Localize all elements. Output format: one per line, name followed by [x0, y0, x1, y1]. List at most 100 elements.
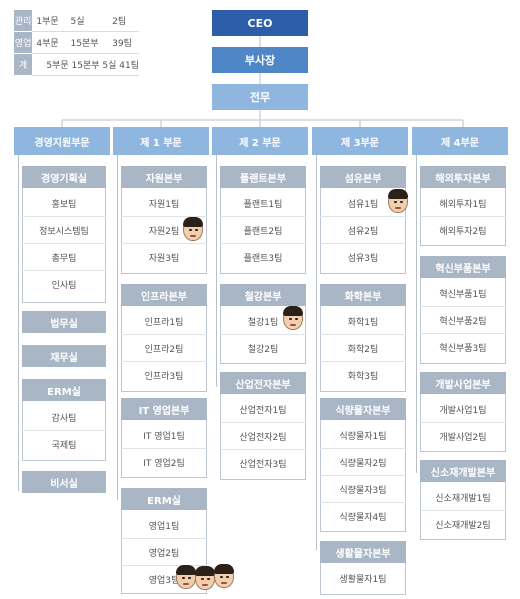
summary-head: 계 — [14, 53, 33, 76]
team-item: 영업2팀 — [121, 539, 207, 566]
executive-box: 전무 — [212, 84, 308, 110]
summary-cell: 4부문 — [32, 31, 67, 54]
team-item: 인사팀 — [51, 281, 77, 291]
team-item: 섬유2팀 — [320, 217, 406, 244]
team-item: 생활물자1팀 — [339, 575, 387, 585]
team-item: 식량물자1팀 — [320, 422, 406, 449]
summary-row: 계 5부문 15본부 5실 41팀 — [14, 53, 139, 76]
group-header: 재무실 — [22, 345, 106, 367]
team-item: 철강2팀 — [247, 345, 279, 355]
team-item: 플랜트3팀 — [243, 254, 283, 264]
team-item: 철강1팀 — [220, 308, 306, 335]
team-item: 정보시스템팀 — [22, 217, 106, 244]
group-header: 신소재개발본부 — [420, 460, 506, 482]
team-item: 혁신부품3팀 — [439, 344, 487, 354]
team-item: 섬유3팀 — [347, 254, 379, 264]
team-item: 인프라1팀 — [121, 308, 207, 335]
summary-cell: 39팀 — [108, 31, 139, 54]
team-item: 자원3팀 — [148, 254, 180, 264]
team-item: 산업전자1팀 — [220, 396, 306, 423]
team-item: 산업전자3팀 — [239, 460, 287, 470]
person-photo-icon — [283, 306, 303, 330]
team-item: 감사팀 — [22, 404, 106, 431]
group-header: 산업전자본부 — [220, 372, 306, 394]
team-item: 혁신부품2팀 — [420, 307, 506, 334]
team-item: 화학3팀 — [347, 372, 379, 382]
group-header: 식량물자본부 — [320, 398, 406, 420]
ceo-box: CEO — [212, 10, 308, 36]
team-item: 해외투자2팀 — [439, 227, 487, 237]
team-item: 화학1팀 — [320, 308, 406, 335]
team-item: IT 영업1팀 — [121, 422, 207, 449]
group-header: ERM실 — [22, 379, 106, 401]
group-header: ERM실 — [121, 488, 207, 510]
group-header: 해외투자본부 — [420, 166, 506, 188]
group-header: IT 영업본부 — [121, 398, 207, 420]
team-item: 플랜트2팀 — [220, 217, 306, 244]
column-stem — [216, 155, 217, 387]
team-item: 섬유1팀 — [320, 190, 406, 217]
team-item: 해외투자1팀 — [420, 190, 506, 217]
group-header: 섬유본부 — [320, 166, 406, 188]
team-item: 혁신부품1팀 — [420, 280, 506, 307]
group-header: 철강본부 — [220, 284, 306, 306]
team-item: 인프라3팀 — [144, 372, 184, 382]
vice-president-box: 부사장 — [212, 47, 308, 73]
summary-head: 영업 — [14, 31, 33, 54]
column-header-management: 경영지원부문 — [14, 127, 110, 155]
team-item: 신소재개발1팀 — [420, 484, 506, 511]
summary-row: 관리 1부문 5실 2팀 — [14, 10, 139, 32]
person-photo-icon — [176, 565, 196, 589]
person-photo-icon — [388, 189, 408, 213]
group-header: 화학본부 — [320, 284, 406, 306]
group-header: 자원본부 — [121, 166, 207, 188]
column-header-division-4: 제 4부문 — [412, 127, 508, 155]
team-item: 국제팀 — [51, 441, 77, 451]
team-item: 개발사업2팀 — [439, 433, 487, 443]
team-item: 개발사업1팀 — [420, 396, 506, 423]
group-header: 혁신부품본부 — [420, 256, 506, 278]
person-photo-icon — [195, 566, 215, 590]
summary-table: 관리 1부문 5실 2팀 영업 4부문 15본부 39팀 계 5부문 15본부 … — [14, 10, 139, 76]
team-item: IT 영업2팀 — [143, 459, 185, 469]
group-header: 비서실 — [22, 471, 106, 493]
column-stem — [117, 155, 118, 500]
column-header-division-2: 제 2 부문 — [212, 127, 308, 155]
team-item: 신소재개발2팀 — [435, 521, 491, 531]
column-header-division-3: 제 3부문 — [312, 127, 408, 155]
summary-cell: 5부문 15본부 5실 41팀 — [32, 53, 139, 76]
team-item: 화학2팀 — [320, 335, 406, 362]
team-item: 자원2팀 — [121, 217, 207, 244]
column-stem — [316, 155, 317, 550]
group-header: 법무실 — [22, 311, 106, 333]
group-header: 플랜트본부 — [220, 166, 306, 188]
group-header: 경영기획실 — [22, 166, 106, 188]
team-item: 홍보팀 — [22, 190, 106, 217]
team-item: 인프라2팀 — [121, 335, 207, 362]
summary-head: 관리 — [14, 10, 33, 32]
team-item: 영업1팀 — [121, 512, 207, 539]
summary-cell: 2팀 — [108, 10, 139, 32]
person-photo-icon — [183, 217, 203, 241]
team-item: 플랜트1팀 — [220, 190, 306, 217]
column-header-division-1: 제 1 부문 — [113, 127, 209, 155]
column-stem — [416, 155, 417, 473]
group-header: 생활물자본부 — [320, 541, 406, 563]
summary-row: 영업 4부문 15본부 39팀 — [14, 31, 139, 54]
team-item: 자원1팀 — [121, 190, 207, 217]
team-item: 산업전자2팀 — [220, 423, 306, 450]
team-item: 식량물자2팀 — [320, 449, 406, 476]
summary-cell: 15본부 — [66, 31, 109, 54]
summary-cell: 5실 — [66, 10, 109, 32]
person-photo-icon — [214, 564, 234, 588]
group-planning — [22, 166, 106, 303]
group-header: 개발사업본부 — [420, 372, 506, 394]
team-item: 총무팀 — [22, 244, 106, 271]
summary-cell: 1부문 — [32, 10, 67, 32]
team-item: 영업3팀 — [148, 576, 180, 586]
group-header: 인프라본부 — [121, 284, 207, 306]
column-stem — [18, 155, 19, 491]
team-item: 식량물자3팀 — [320, 476, 406, 503]
group-food-supplies — [320, 398, 406, 532]
